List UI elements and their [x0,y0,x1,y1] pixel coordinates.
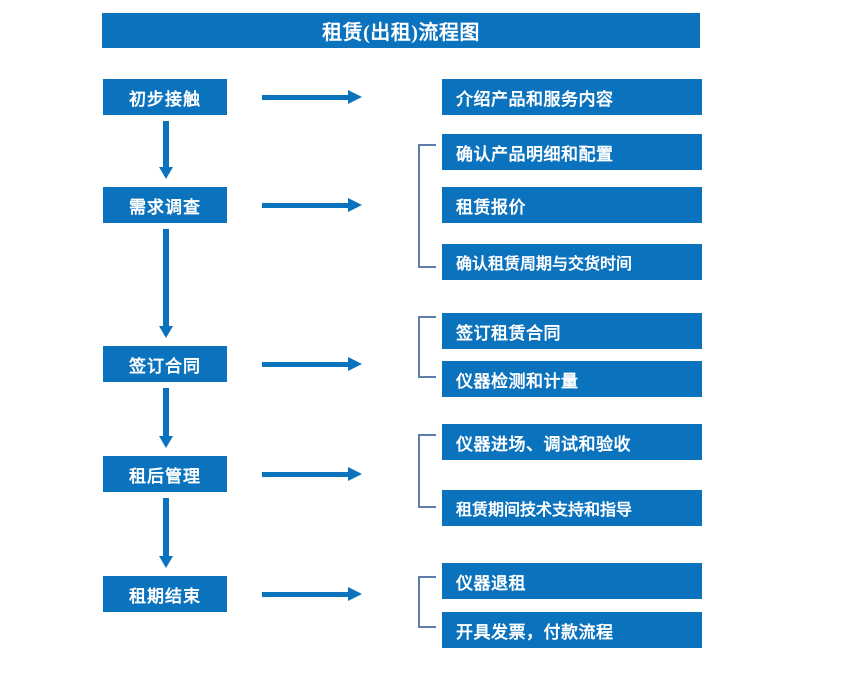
group-bracket-icon-1 [418,144,436,268]
stage-box-xuqiu-diaocha[interactable]: 需求调查 [103,187,227,223]
stage-box-zuhou-guanli[interactable]: 租后管理 [103,456,227,492]
stage-box-qianding-hetong[interactable]: 签订合同 [103,346,227,382]
arrow-down-icon-4 [159,498,173,568]
arrow-right-icon-3 [262,357,362,371]
detail-box-yiqi-tuizu[interactable]: 仪器退租 [442,563,702,599]
detail-box-yiqi-jiance[interactable]: 仪器检测和计量 [442,361,702,397]
detail-box-jieshao-chanpin[interactable]: 介绍产品和服务内容 [442,79,702,115]
detail-box-zulin-baojia[interactable]: 租赁报价 [442,187,702,223]
stage-box-zuqi-jieshu[interactable]: 租期结束 [103,576,227,612]
arrow-down-icon-3 [159,388,173,448]
detail-box-qianding-zulin-hetong[interactable]: 签订租赁合同 [442,313,702,349]
arrow-down-icon-1 [159,121,173,179]
detail-box-yiqi-jinchang[interactable]: 仪器进场、调试和验收 [442,424,702,460]
stage-box-chubu-jiechu[interactable]: 初步接触 [103,79,227,115]
group-bracket-icon-2 [418,316,436,378]
detail-box-queren-mingxi[interactable]: 确认产品明细和配置 [442,134,702,170]
group-bracket-icon-3 [418,434,436,508]
flowchart-title: 租赁(出租)流程图 [102,13,700,48]
arrow-right-icon-2 [262,198,362,212]
detail-box-kaiju-fapiao[interactable]: 开具发票，付款流程 [442,612,702,648]
arrow-right-icon-1 [262,90,362,104]
group-bracket-icon-4 [418,576,436,628]
arrow-right-icon-5 [262,587,362,601]
detail-box-jishu-zhichi[interactable]: 租赁期间技术支持和指导 [442,490,702,526]
arrow-down-icon-2 [159,229,173,338]
arrow-right-icon-4 [262,467,362,481]
detail-box-zulin-zhouqi[interactable]: 确认租赁周期与交货时间 [442,244,702,280]
